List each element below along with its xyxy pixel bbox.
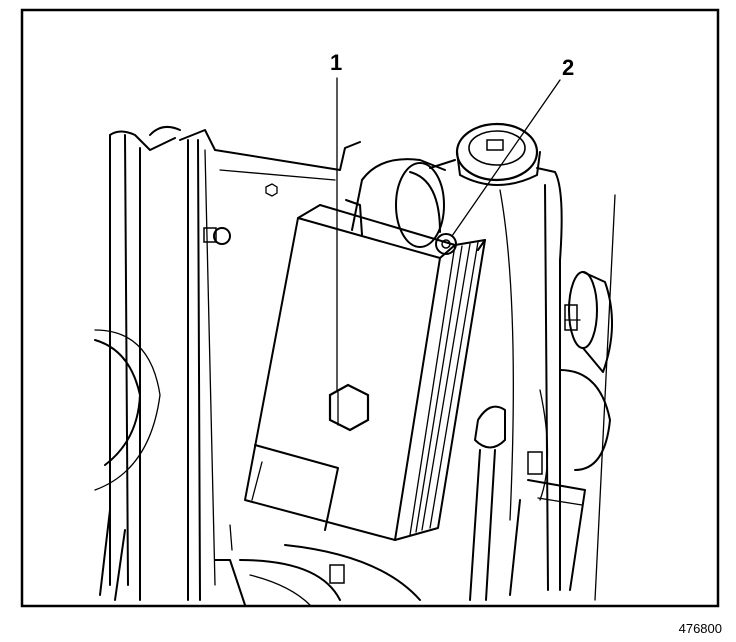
pin-icon bbox=[213, 227, 231, 245]
left-housing bbox=[94, 329, 161, 491]
figure-frame bbox=[20, 8, 720, 608]
figure-number: 476800 bbox=[678, 621, 722, 636]
right-hose bbox=[469, 405, 506, 601]
small-hex-icon bbox=[265, 183, 278, 197]
background-panel bbox=[203, 141, 361, 245]
hex-bolt-icon bbox=[328, 383, 370, 432]
mounting-nut bbox=[435, 233, 457, 255]
callout-1-label: 1 bbox=[330, 50, 342, 75]
right-edge-line bbox=[594, 194, 616, 601]
callout-2-leader bbox=[451, 79, 561, 237]
actuator-cylinder bbox=[345, 158, 446, 248]
reservoir-body bbox=[429, 159, 563, 591]
left-bracket bbox=[109, 125, 216, 601]
callout-2-label: 2 bbox=[562, 55, 574, 80]
reservoir-cap bbox=[455, 122, 541, 186]
bottom-structure bbox=[99, 509, 421, 606]
right-connector bbox=[509, 271, 613, 596]
control-module bbox=[244, 204, 486, 541]
